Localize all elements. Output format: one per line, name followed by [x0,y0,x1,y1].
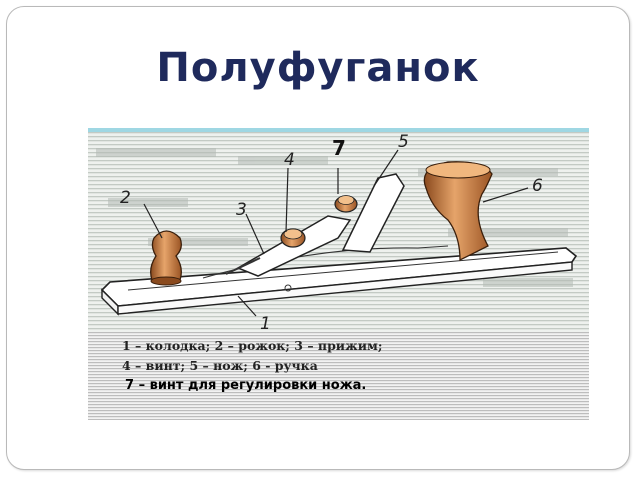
slide-title: Полуфуганок [156,45,480,91]
callout-5: 5 [398,132,409,152]
plane-illustration: 2 3 4 7 5 6 1 1 – колодка; 2 – рожок; 3 … [88,128,589,420]
callout-2: 2 [120,188,131,208]
legend-note: 7 – винт для регулировки ножа. [125,378,367,393]
callout-3: 3 [236,200,247,220]
callout-7: 7 [332,136,346,160]
legend-line-2: 4 – винт; 5 – нож; 6 - ручка [122,358,318,373]
callout-6: 6 [532,176,543,196]
callout-4: 4 [284,150,295,170]
legend-line-1: 1 – колодка; 2 – рожок; 3 – прижим; [122,338,383,353]
callout-1: 1 [260,314,271,334]
plane-drawing [88,128,589,420]
